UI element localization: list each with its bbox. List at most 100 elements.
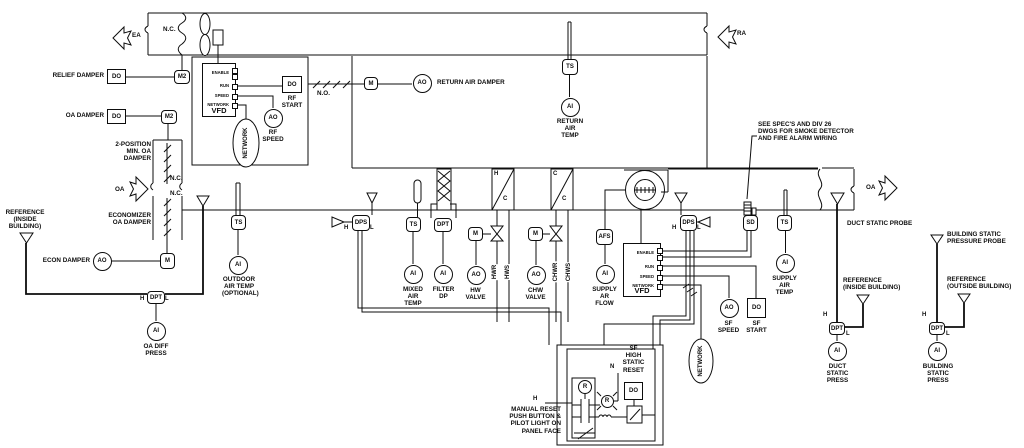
- oa-diff-press-label: OA DIFF PRESS: [143, 343, 169, 358]
- ai-supply-air-temp: AI: [775, 253, 795, 273]
- oa-intake-arrow-icon: [129, 175, 149, 203]
- return-air-damper-symbol: [308, 80, 412, 89]
- rf-speed-label: RF SPEED: [262, 129, 284, 144]
- dps-mixed-air: DPS: [352, 215, 370, 231]
- chws-label: CHWS: [566, 261, 572, 283]
- oa-damper-channel: [150, 124, 183, 253]
- ao-chw-valve: AO: [526, 265, 546, 285]
- oa-right-label: OA: [866, 184, 876, 191]
- reference-inside-building-right-label: REFERENCE (INSIDE BUILDING): [843, 277, 901, 292]
- ts-supply-air: TS: [777, 215, 792, 231]
- supply-air-temp-probe: [783, 189, 788, 253]
- dpt-building-static: DPT: [929, 322, 945, 335]
- relief-damper-symbol: [177, 12, 187, 70]
- cooling-coil-c-top: C: [553, 171, 558, 177]
- duct-static-probes: [830, 192, 870, 305]
- sf-vfd-run-port: RUN: [644, 264, 654, 269]
- do-oa-damper: DO: [107, 109, 126, 124]
- rf-vfd-terminal: [232, 94, 238, 100]
- dpt-oa-diff: DPT: [147, 291, 165, 304]
- ai-oa-diff-press: AI: [146, 321, 166, 341]
- sf-start-label: SF START: [746, 320, 767, 335]
- m2-oa-damper: M2: [161, 110, 177, 124]
- see-specs-note: SEE SPEC'S AND DIV 26 DWGS FOR SMOKE DET…: [758, 121, 854, 143]
- do-sf-start: DO: [747, 298, 766, 318]
- ea-arrow-icon: [112, 25, 132, 51]
- hws-label: HWS: [505, 264, 511, 280]
- sf-vfd-terminal: [657, 275, 663, 281]
- h-dpt-oa: H: [140, 296, 145, 302]
- ts-mixed-air: TS: [406, 217, 421, 232]
- return-plenum: [351, 56, 854, 211]
- n-ladder: N: [610, 364, 615, 370]
- building-static-tubing: [936, 244, 965, 328]
- l-dps-mixed: L: [370, 225, 374, 231]
- sf-vfd-terminal: [657, 248, 663, 254]
- mixed-air-temp-probe: [412, 179, 422, 264]
- sd-smoke-detector: SD: [743, 215, 758, 231]
- ao-sf-speed: AO: [719, 298, 739, 318]
- ai-supply-air-flow: AI: [595, 264, 615, 284]
- mixed-air-temp-label: MIXED AIR TEMP: [403, 286, 423, 308]
- dpt-duct-static: DPT: [829, 322, 845, 335]
- supply-duct: [182, 168, 855, 211]
- duct-static-tubing: [836, 204, 864, 328]
- relief-fan-icon: [199, 13, 224, 63]
- afs-supply: AFS: [596, 229, 613, 245]
- do-relief-damper: DO: [107, 69, 126, 84]
- hw-valve-label: HW VALVE: [465, 287, 486, 302]
- supply-dps-symbol: [603, 192, 711, 349]
- filter-dp-label: FILTER DP: [432, 286, 455, 301]
- m-econ-damper: M: [160, 253, 175, 269]
- m-chw-valve: M: [528, 227, 543, 241]
- rf-vfd-speed-port: SPEED: [214, 93, 229, 98]
- cooling-coil-c-bot: C: [562, 196, 567, 202]
- ra-label: RA: [737, 30, 747, 37]
- sf-vfd-enable-port: ENABLE: [636, 250, 654, 255]
- h-dps-supply: H: [672, 225, 677, 231]
- relief-damper-label: RELIEF DAMPER: [52, 72, 104, 79]
- chw-valve-label: CHW VALVE: [525, 287, 546, 302]
- relay-coil-r: R: [578, 380, 592, 394]
- ao-return-damper: AO: [412, 73, 432, 93]
- network-rf-label: NETWORK: [243, 126, 249, 160]
- sf-high-static-reset-label: SF HIGH STATIC RESET: [622, 345, 645, 374]
- ai-return-air-temp: AI: [560, 97, 580, 117]
- duct-static-probe-label: DUCT STATIC PROBE: [847, 220, 913, 227]
- sf-speed-label: SF SPEED: [717, 320, 740, 335]
- oa-discharge-arrow-icon: [878, 174, 898, 202]
- return-air-temp-label: RETURN AIR TEMP: [556, 118, 584, 140]
- sf-vfd-network-port: NETWORK: [632, 283, 654, 288]
- l-dps-supply: L: [697, 225, 701, 231]
- building-static-probes: [930, 234, 971, 304]
- rf-vfd-terminal: [232, 84, 238, 90]
- do-rf-start: DO: [282, 76, 302, 93]
- reference-probe-triangles: [19, 195, 210, 244]
- outdoor-air-temp-label: OUTDOOR AIR TEMP (OPTIONAL): [222, 276, 259, 298]
- ts-return-air: TS: [562, 59, 578, 75]
- pilot-light-r: R: [600, 394, 614, 408]
- nc-top-label: N.C.: [163, 26, 176, 33]
- ao-econ-damper: AO: [92, 251, 112, 271]
- ai-outdoor-air-temp: AI: [228, 255, 248, 275]
- filter-symbol: [430, 168, 457, 264]
- heating-coil-h: H: [494, 171, 499, 177]
- sf-vfd-terminal: [657, 284, 663, 290]
- reference-outside-building-label: REFERENCE (OUTSIDE BUILDING): [947, 276, 1012, 291]
- building-static-pressure-probe-label: BUILDING STATIC PRESSURE PROBE: [947, 231, 1006, 246]
- dpt-filter: DPT: [434, 218, 452, 232]
- m-return-air-damper: M: [364, 77, 378, 90]
- economizer-oa-damper-label: ECONOMIZER OA DAMPER: [108, 212, 151, 227]
- manual-reset-ladder: [545, 344, 664, 446]
- rf-vfd-terminal: [232, 103, 238, 109]
- rf-vfd-box: ENABLE RUN SPEED NETWORK VFD: [202, 63, 238, 117]
- rf-start-label: RF START: [281, 95, 303, 110]
- exhaust-return-duct: [144, 12, 708, 56]
- h-dpt-bldg: H: [922, 312, 927, 318]
- two-position-min-oa-damper-label: 2-POSITION MIN. OA DAMPER: [115, 141, 151, 163]
- ao-hw-valve: AO: [466, 265, 486, 285]
- l-dpt-oa: L: [165, 296, 169, 302]
- l-dpt-duct: L: [846, 331, 850, 337]
